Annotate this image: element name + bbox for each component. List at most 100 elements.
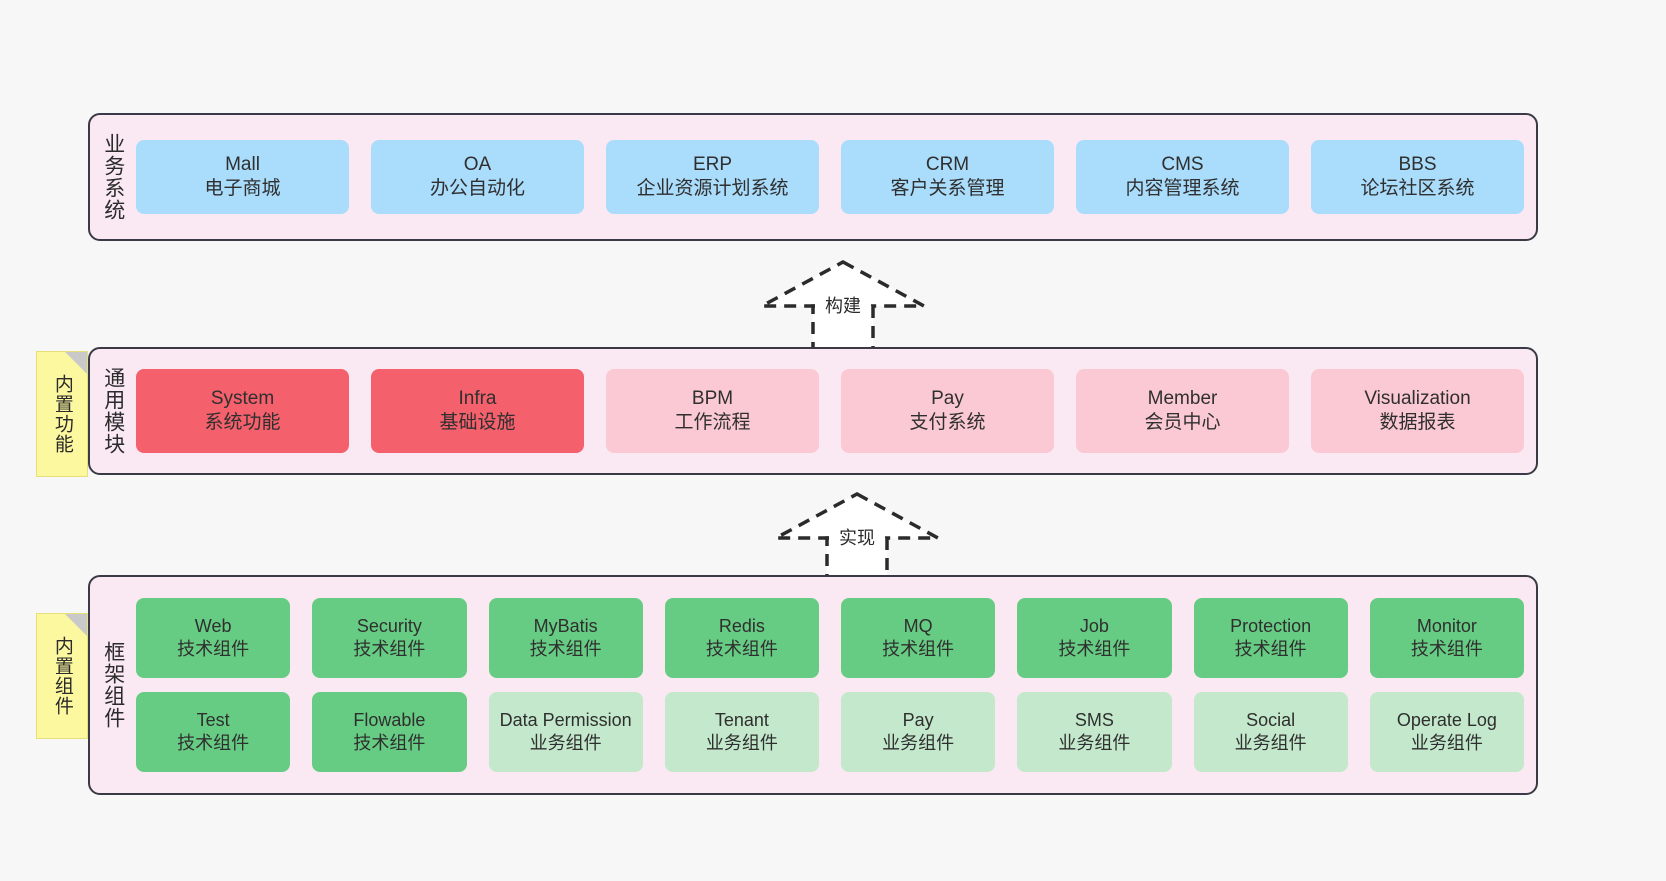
component-card-data-permission[interactable]: Data Permission 业务组件 [488, 692, 643, 772]
module-card-pay[interactable]: Pay 支付系统 [841, 369, 1054, 453]
module-card-subtitle: 论坛社区系统 [1360, 178, 1475, 199]
component-card-monitor[interactable]: Monitor 技术组件 [1369, 598, 1524, 678]
module-card-mall[interactable]: Mall 电子商城 [136, 140, 349, 214]
component-card-flowable[interactable]: Flowable 技术组件 [312, 692, 467, 772]
component-card-title: Web [194, 616, 232, 637]
module-card-subtitle: 数据报表 [1379, 412, 1456, 433]
module-card-subtitle: 电子商城 [204, 178, 281, 199]
note-builtin-function: 内置功能 [36, 351, 88, 477]
module-card-title: BBS [1398, 154, 1437, 176]
module-card-title: OA [463, 154, 492, 176]
component-card-title: Redis [718, 616, 765, 637]
module-card-subtitle: 基础设施 [439, 412, 516, 433]
layer-title-business-system: 业务系统 [101, 133, 125, 221]
note-builtin-component-label: 内置组件 [51, 636, 73, 716]
layer-body-business-system: Mall 电子商城 OA 办公自动化 ERP 企业资源计划系统 CRM 客户关系… [136, 115, 1536, 239]
module-card-visualization[interactable]: Visualization 数据报表 [1311, 369, 1524, 453]
module-card-subtitle: 办公自动化 [429, 178, 525, 199]
component-card-title: MQ [903, 616, 933, 637]
component-card-subtitle: 业务组件 [1058, 733, 1131, 753]
component-card-subtitle: 业务组件 [529, 733, 602, 753]
component-card-job[interactable]: Job 技术组件 [1017, 598, 1172, 678]
component-card-subtitle: 业务组件 [1410, 733, 1483, 753]
layer-row: Test 技术组件 Flowable 技术组件 Data Permission … [136, 692, 1524, 772]
component-card-test[interactable]: Test 技术组件 [136, 692, 291, 772]
component-card-subtitle: 技术组件 [705, 639, 778, 659]
component-card-title: MyBatis [533, 616, 598, 637]
component-card-subtitle: 技术组件 [353, 639, 426, 659]
module-card-bbs[interactable]: BBS 论坛社区系统 [1311, 140, 1524, 214]
module-card-subtitle: 系统功能 [204, 412, 281, 433]
component-card-protection[interactable]: Protection 技术组件 [1193, 598, 1348, 678]
component-card-title: Social [1246, 710, 1296, 731]
component-card-subtitle: 技术组件 [177, 733, 250, 753]
module-card-title: CRM [925, 154, 970, 176]
component-card-subtitle: 技术组件 [1234, 639, 1307, 659]
module-card-member[interactable]: Member 会员中心 [1076, 369, 1289, 453]
component-card-subtitle: 技术组件 [529, 639, 602, 659]
module-card-title: System [210, 388, 275, 410]
component-card-security[interactable]: Security 技术组件 [312, 598, 467, 678]
component-card-mybatis[interactable]: MyBatis 技术组件 [488, 598, 643, 678]
note-fold-corner-icon [65, 352, 87, 374]
layer-body-common-modules: System 系统功能 Infra 基础设施 BPM 工作流程 Pay 支付系统… [136, 349, 1536, 473]
component-card-title: Tenant [714, 710, 769, 731]
module-card-subtitle: 会员中心 [1144, 412, 1221, 433]
component-card-subtitle: 技术组件 [1058, 639, 1131, 659]
component-card-subtitle: 业务组件 [1234, 733, 1307, 753]
component-card-mq[interactable]: MQ 技术组件 [841, 598, 996, 678]
module-card-title: BPM [691, 388, 734, 410]
note-builtin-component: 内置组件 [36, 613, 88, 739]
module-card-title: Mall [225, 154, 260, 176]
module-card-cms[interactable]: CMS 内容管理系统 [1076, 140, 1289, 214]
layer-row: System 系统功能 Infra 基础设施 BPM 工作流程 Pay 支付系统… [136, 369, 1524, 453]
component-card-tenant[interactable]: Tenant 业务组件 [664, 692, 819, 772]
module-card-title: Visualization [1364, 388, 1471, 410]
module-card-subtitle: 内容管理系统 [1125, 178, 1240, 199]
component-card-title: Security [356, 616, 422, 637]
module-card-title: Pay [931, 388, 964, 410]
component-card-title: Operate Log [1396, 710, 1497, 731]
note-fold-corner-icon [65, 614, 87, 636]
module-card-system[interactable]: System 系统功能 [136, 369, 349, 453]
layer-row: Web 技术组件 Security 技术组件 MyBatis 技术组件 Redi… [136, 598, 1524, 678]
component-card-title: Flowable [353, 710, 426, 731]
component-card-subtitle: 技术组件 [177, 639, 250, 659]
module-card-title: Member [1147, 388, 1218, 410]
layer-row: Mall 电子商城 OA 办公自动化 ERP 企业资源计划系统 CRM 客户关系… [136, 140, 1524, 214]
module-card-subtitle: 支付系统 [909, 412, 986, 433]
layer-title-common-modules: 通用模块 [101, 367, 125, 455]
component-card-subtitle: 技术组件 [882, 639, 955, 659]
component-card-title: Monitor [1416, 616, 1477, 637]
component-card-sms[interactable]: SMS 业务组件 [1017, 692, 1172, 772]
module-card-oa[interactable]: OA 办公自动化 [371, 140, 584, 214]
component-card-title: Protection [1230, 616, 1312, 637]
layer-common-modules: 通用模块 System 系统功能 Infra 基础设施 BPM 工作流程 Pay… [88, 347, 1538, 475]
connector-build-arrow: 构建 [758, 258, 928, 352]
component-card-subtitle: 业务组件 [705, 733, 778, 753]
component-card-redis[interactable]: Redis 技术组件 [664, 598, 819, 678]
layer-business-system: 业务系统 Mall 电子商城 OA 办公自动化 ERP 企业资源计划系统 CRM… [88, 113, 1538, 241]
connector-implement-arrow: 实现 [772, 490, 942, 584]
module-card-title: ERP [692, 154, 733, 176]
layer-framework-components: 框架组件 Web 技术组件 Security 技术组件 MyBatis 技术组件… [88, 575, 1538, 795]
component-card-web[interactable]: Web 技术组件 [136, 598, 291, 678]
component-card-social[interactable]: Social 业务组件 [1193, 692, 1348, 772]
module-card-subtitle: 工作流程 [674, 412, 751, 433]
component-card-operate-log[interactable]: Operate Log 业务组件 [1369, 692, 1524, 772]
module-card-infra[interactable]: Infra 基础设施 [371, 369, 584, 453]
component-card-subtitle: 技术组件 [353, 733, 426, 753]
module-card-title: CMS [1161, 154, 1204, 176]
module-card-subtitle: 客户关系管理 [890, 178, 1005, 199]
layer-body-framework-components: Web 技术组件 Security 技术组件 MyBatis 技术组件 Redi… [136, 577, 1536, 793]
component-card-title: Test [196, 710, 230, 731]
layer-title-framework-components: 框架组件 [101, 641, 125, 729]
module-card-title: Infra [458, 388, 497, 410]
module-card-subtitle: 企业资源计划系统 [636, 178, 789, 199]
component-card-title: Job [1079, 616, 1109, 637]
module-card-crm[interactable]: CRM 客户关系管理 [841, 140, 1054, 214]
module-card-erp[interactable]: ERP 企业资源计划系统 [606, 140, 819, 214]
component-card-pay[interactable]: Pay 业务组件 [841, 692, 996, 772]
module-card-bpm[interactable]: BPM 工作流程 [606, 369, 819, 453]
